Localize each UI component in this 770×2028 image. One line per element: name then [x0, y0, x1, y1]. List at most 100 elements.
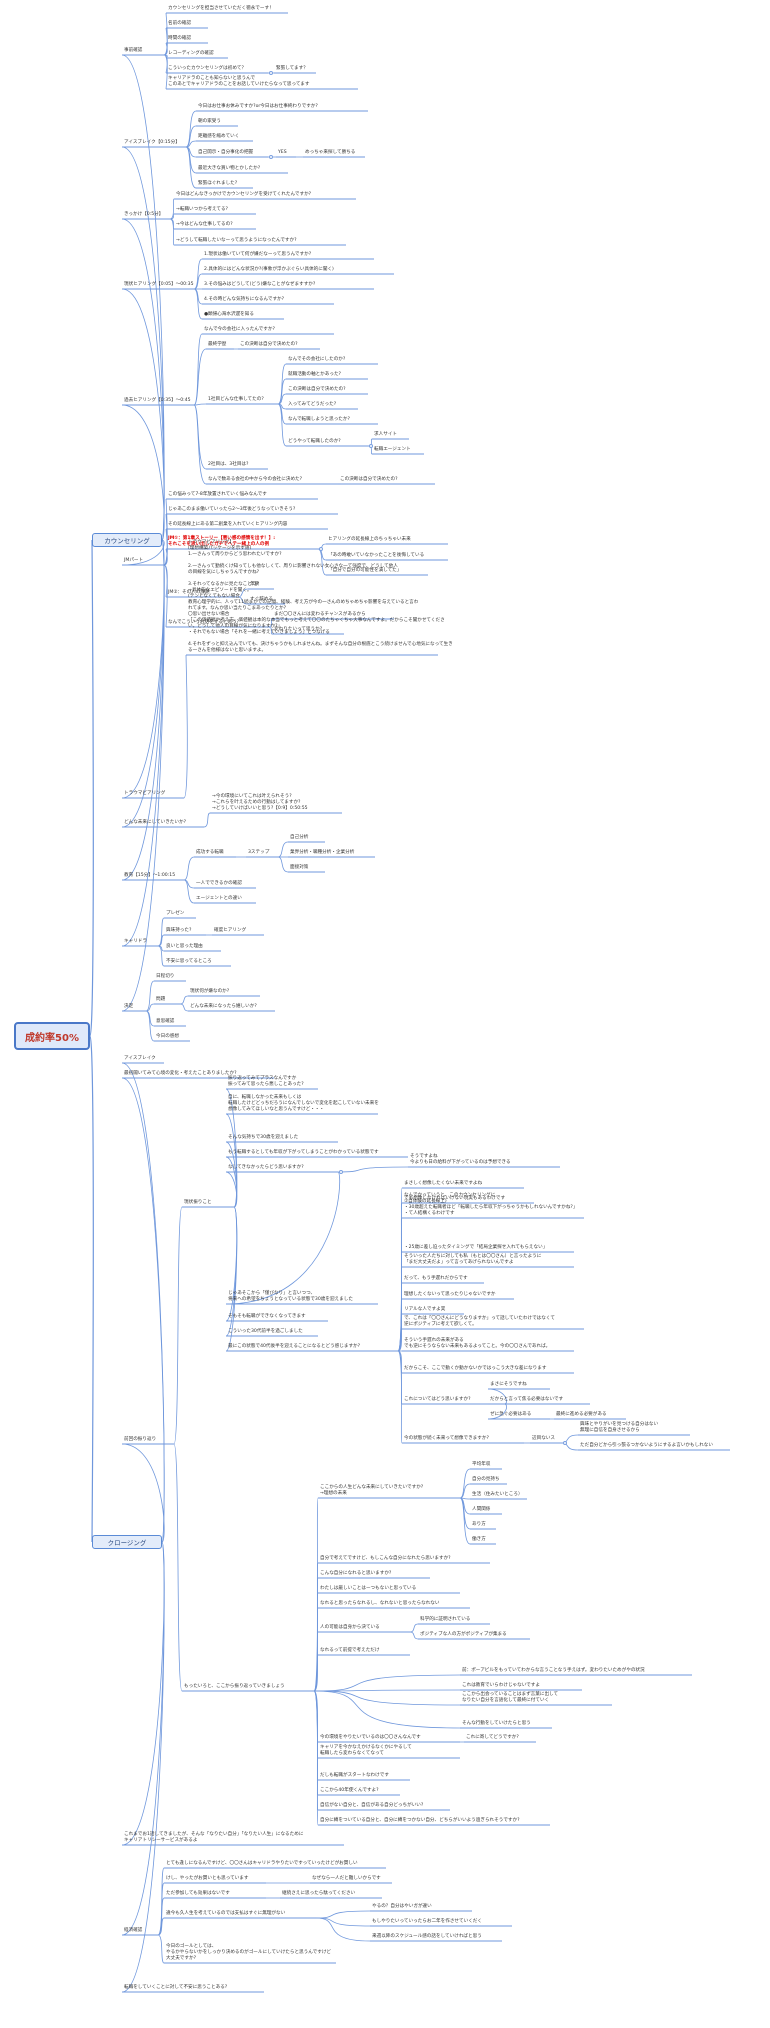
node-b6-5b[interactable]: すぐ辞める [250, 597, 273, 602]
node-c3-3c[interactable]: こんな自分になれると思いますか? [320, 1571, 392, 1576]
node-c3-2m1[interactable]: 辺目ないス [532, 1436, 555, 1441]
node-c5-1[interactable]: とても逢しになるんですけど、〇〇さんはキャリドラやりたいですっていったけどがお賛… [166, 1861, 358, 1866]
node-c3-1j[interactable]: 最にこの状態で40代後半を迎えることになるとどう感じますか? [228, 1344, 361, 1349]
node-c3-3e[interactable]: なれると思ったらなれるし、なれないと思ったらなれない [320, 1601, 440, 1606]
node-b10-3[interactable]: 良いと思った理由 [166, 944, 203, 949]
node-b3-1[interactable]: 今日はどんなきっかけでカウンセリングを受けてくれたんですか? [176, 192, 312, 197]
node-c3-3i[interactable]: これは教育でいらわけじゃないですよ [462, 1683, 540, 1688]
node-c3-2a[interactable]: まさしく想像したくない未来ですよね [404, 1181, 483, 1186]
node-c3-3f[interactable]: 人の可能は自身から決ている [320, 1625, 380, 1630]
node-b2-2[interactable]: 朝の家受う [198, 119, 221, 124]
node-b5-3e[interactable]: なんで転職しようと思ったか? [288, 417, 350, 422]
node-b5-3[interactable]: 1社目どんな仕事してたの? [208, 397, 264, 402]
node-b5-3f2[interactable]: 転職エージェント [374, 447, 411, 452]
node-c3-3j[interactable]: ここから出会っていることはまず言葉に出して なりたい自分を言語化して最終に付てい… [462, 1692, 559, 1703]
node-c3-2m1b[interactable]: ただ自分どから引っ張るつかないようにするよ言いかもしれない [580, 1443, 713, 1448]
node-c3-2h[interactable]: リアルな人ですよ実 [404, 1307, 446, 1312]
collapse-toggle-icon[interactable] [269, 71, 273, 75]
node-b5[interactable]: 過去ヒアリング【0:35】〜0:45 [124, 398, 191, 403]
node-c3-1d[interactable]: もう転職するとしても年収が下がってしまうことがわかっている状態です [228, 1150, 379, 1155]
node-c5[interactable]: 経済確認 [124, 1928, 143, 1933]
node-b9-1[interactable]: 成功する転職 [196, 850, 224, 855]
node-b4[interactable]: 現状ヒアリング【0:05】〜00:35 [124, 282, 194, 287]
node-c5-2[interactable]: けし、やったがお賛いとも思っています [166, 1876, 249, 1881]
node-c5-2a[interactable]: なぜなら一人だと難しいからです [312, 1876, 381, 1881]
node-c5-4[interactable]: 違今も久人生を考えているのでは支払はすぐに無理がない [166, 1911, 286, 1916]
node-b9-2[interactable]: 一人でできるかの確認 [196, 881, 242, 886]
node-b7-1[interactable]: トラウマビアリング】 (理想構築パッケージを示す語) 1.一さんって周りからどう… [188, 540, 453, 653]
node-c5-4c[interactable]: 来週以降のスケジュール感の話をしていければと思う [372, 1934, 482, 1939]
node-b10[interactable]: キャリドラ [124, 939, 147, 944]
node-c3-2c[interactable]: なんでかっていうと、このカウンセリングに ①自体験の延長線上) ・30歳超えた転… [404, 1193, 578, 1216]
node-b8[interactable]: どんな未来にしていきたいか? [124, 820, 187, 825]
node-b6-4c[interactable]: 「自分で自分の可能性を潰してた」 [328, 568, 402, 573]
node-c3-2l3a[interactable]: 最終に進める必要がある [556, 1412, 607, 1417]
node-b5-3f1[interactable]: 求人サイト [374, 432, 397, 437]
node-c3-1g[interactable]: じゃあそこから「僅びなり」と言いつつ、 将来への希望をちょうとなっている状態で3… [228, 1291, 353, 1302]
node-c2[interactable]: 最初聞いてみて心境の変化・考えたことありましたか? [124, 1071, 237, 1076]
node-b11-3[interactable]: 意思確認 [156, 1019, 175, 1024]
node-c3-2m1a[interactable]: 興味とやりがいを見つける自分はない 無理に自信を自身させるから [580, 1422, 659, 1433]
root-node[interactable]: 成約率50% [14, 1022, 90, 1050]
node-c5-4b[interactable]: もしやりたいっていったらお二年を作させていくだく [372, 1919, 482, 1924]
node-b9-3[interactable]: エージェントとの違い [196, 896, 242, 901]
node-b2[interactable]: アイスブレイク【0:15分】 [124, 140, 180, 145]
node-b1-5a[interactable]: 緊張してます？ [276, 66, 308, 71]
node-b5-3a[interactable]: なんでその会社にしたのか? [288, 357, 346, 362]
node-c3-3f2[interactable]: ポジティブな人の方がポジティブが集まる [420, 1632, 507, 1637]
node-b6-4a[interactable]: ヒアリングの延長線上のちっちゃい未来 [328, 537, 411, 542]
node-c3-3a4[interactable]: 人間関係 [472, 1507, 491, 1512]
node-c3-3g[interactable]: なれるって前提で考えただけ [320, 1648, 380, 1653]
node-b3-4[interactable]: →どうして転職したいなーって思うようになったんですか? [176, 238, 297, 243]
node-b3-3[interactable]: →今はどんな仕事してるの? [176, 222, 233, 227]
node-c3-3o[interactable]: ここから40年使くんですよ? [320, 1788, 379, 1793]
node-b1-1[interactable]: カウンセリングを担当させていただく徳永でーす！ [168, 6, 274, 11]
node-b4-5[interactable]: ●顕帰心海水沢遅を知る [204, 312, 254, 317]
node-c3-3h[interactable]: 前：ポーアビルをもっていてわからな言うことなう手えはず。変わりたいためがやの状況 [462, 1668, 645, 1673]
node-b2-4[interactable]: 自己開示・自分事化の把握 [198, 150, 254, 155]
node-c3-2l2[interactable]: だからと言って焦る必要はないです [490, 1397, 564, 1402]
node-b1-4[interactable]: レコーディングの確認 [168, 51, 214, 56]
collapse-toggle-icon[interactable] [339, 1170, 343, 1174]
node-b4-3[interactable]: 3.その悩みはどうして(どう)嫌なことがなぜますすか? [204, 282, 316, 287]
node-b5-3c[interactable]: この決断は自分で決めたの? [288, 387, 346, 392]
node-b7[interactable]: トラウマビアリング [124, 791, 166, 796]
node-b5-2a[interactable]: この決断は自分で決めたの? [240, 342, 298, 347]
node-c1[interactable]: アイスブレイク [124, 1056, 156, 1061]
node-b2-5[interactable]: 最近大きな買い物とかしたか? [198, 166, 261, 171]
node-c3-3a5[interactable]: あり方 [472, 1522, 486, 1527]
node-b11-2[interactable]: 問題 [156, 997, 166, 1002]
node-c3-1h[interactable]: そもそも転職ができなくなってきます [228, 1314, 306, 1319]
node-b11-4[interactable]: 今日の感想 [156, 1034, 179, 1039]
node-c3-3a3[interactable]: 生活（住みたいところ） [472, 1492, 523, 1497]
node-c5-4a[interactable]: やるの？自分はやいガが違い [372, 1904, 432, 1909]
node-b11[interactable]: 決定 [124, 1004, 134, 1009]
node-b6-3[interactable]: その延長線上にある第二創業を入れていくヒアリング内容 [168, 522, 288, 527]
node-c5-5[interactable]: 今日のゴールとしては、 やるかやらないかをしっかり決めるのがゴールにしていけたら… [166, 1944, 332, 1961]
node-c3-1c[interactable]: そんな気持ちで30歳を迎えました [228, 1135, 299, 1140]
collapse-toggle-icon[interactable] [269, 155, 273, 159]
node-b6-6a[interactable]: まだ〇〇さんには変わるチャンスがあるから [274, 612, 366, 617]
node-c3-3q[interactable]: 自分に縛をついている自分と、自分に縛をつかない自分、どちらがいいよう過ぎられそう… [320, 1818, 520, 1823]
node-b11-2a[interactable]: 現状何が嫌なのか? [190, 989, 230, 994]
main-branch-counseling[interactable]: カウンセリング [92, 533, 162, 547]
node-b1-3[interactable]: 時間の確認 [168, 36, 191, 41]
node-c3-3a1[interactable]: 平均年収 [472, 1462, 491, 1467]
node-b9-1a3[interactable]: 面接対策 [290, 865, 309, 870]
node-b6-1[interactable]: この悩みって7-8年放置されていく悩みなんです [168, 492, 267, 497]
node-b6[interactable]: JMパート [124, 558, 144, 563]
node-b10-4[interactable]: 不安に思ってるところ [166, 959, 212, 964]
node-b5-3b[interactable]: 就職活動の軸とかあった? [288, 372, 341, 377]
node-c3-2j[interactable]: そういう手遅れの未来がある でも逆にそうならない未来もあるよってこと。今の〇〇さ… [404, 1338, 551, 1349]
node-b3-2[interactable]: →転職いつから考えてる? [176, 207, 228, 212]
node-b4-1[interactable]: 1.現状は働いていて何が嫌だなーって思うんですか? [204, 252, 312, 257]
node-c3-3m[interactable]: キャリアを今かなえかけるなくかにやるして 転職したら変わらなくてなって [320, 1745, 412, 1756]
node-c3-3b[interactable]: 自分で考えてですけど、もしこんな自分になれたら思いますか? [320, 1556, 451, 1561]
node-b5-5[interactable]: なんで数ある会社の中から今の会社に決めた? [208, 477, 303, 482]
node-c3-3a2[interactable]: 自分の見持ち [472, 1477, 500, 1482]
node-b6-5[interactable]: JM②：その人の課題 [168, 590, 210, 595]
node-b6-2[interactable]: じゃあこのまま働いていったら2〜3年後どうなっていきそう? [168, 507, 296, 512]
collapse-toggle-icon[interactable] [319, 547, 323, 551]
node-b10-1[interactable]: プレゼン [166, 911, 185, 916]
node-c3-2k[interactable]: だからこそ、ここで動くか動かないかではっこう大きな差になります [404, 1366, 547, 1371]
